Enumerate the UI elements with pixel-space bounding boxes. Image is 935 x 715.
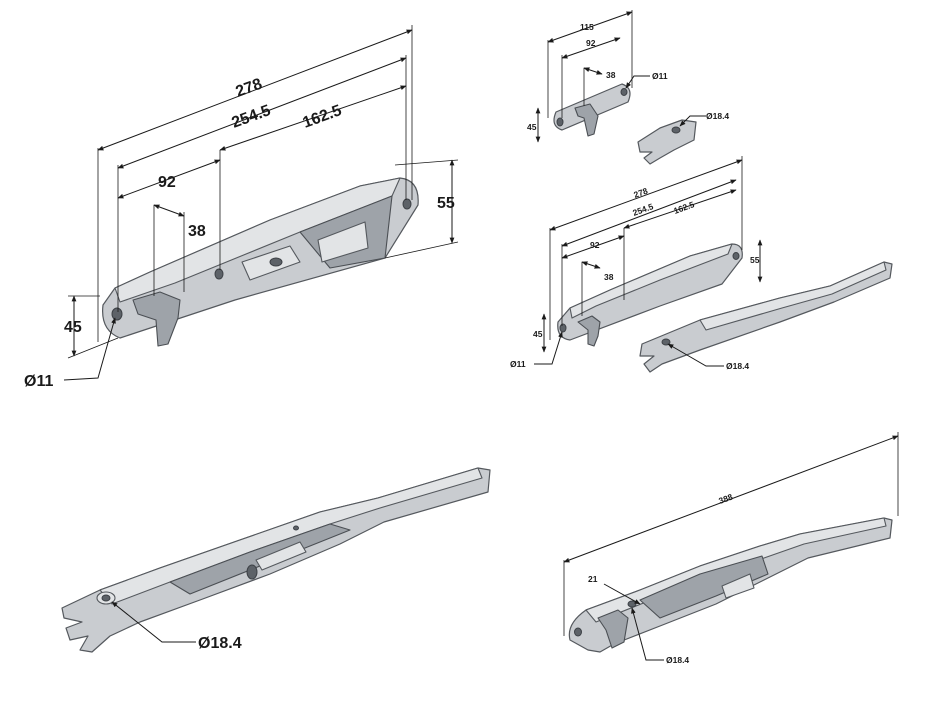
c-dim-18-4: Ø18.4 xyxy=(198,635,242,652)
tee-bolt xyxy=(132,291,181,347)
dim-162-5: 162.5 xyxy=(301,102,345,132)
view-a-bracket: 278 254.5 162.5 92 38 55 45 Ø11 xyxy=(24,25,459,390)
dim-55: 55 xyxy=(437,195,455,212)
d-arm-end-hole xyxy=(574,627,582,637)
c-arm-top xyxy=(99,467,483,605)
slot-hole xyxy=(269,257,283,267)
dim-162-line xyxy=(219,85,407,151)
b-arm-top xyxy=(699,261,887,331)
c-arm-cross-hole xyxy=(246,564,258,580)
small-tee xyxy=(574,103,599,137)
d-arm-window xyxy=(721,573,755,599)
b-dim-11-main: Ø11 xyxy=(510,359,526,369)
dim-92: 92 xyxy=(158,174,176,191)
b-dim-18-4-main: Ø18.4 xyxy=(726,361,749,371)
b-bracket-top xyxy=(569,243,733,319)
c-arm-slot xyxy=(255,541,307,571)
b-hole-left xyxy=(559,323,567,333)
dim-254-5: 254.5 xyxy=(230,102,274,132)
leader-11 xyxy=(63,317,116,381)
dim-278: 278 xyxy=(234,76,265,101)
b-dim-18-4-top: Ø18.4 xyxy=(706,111,729,121)
b-tee xyxy=(577,315,601,347)
dim-45: 45 xyxy=(64,319,82,336)
small-head-hole xyxy=(671,126,681,134)
dim-38: 38 xyxy=(188,223,206,240)
view-d-arm: 388 21 Ø18.4 xyxy=(563,432,899,665)
d-dim-388: 388 xyxy=(717,492,734,506)
b-dim-11: Ø11 xyxy=(652,71,668,81)
dim-92-line xyxy=(117,159,221,199)
b-dim-162-5: 162.5 xyxy=(672,199,696,216)
d-dim-21: 21 xyxy=(588,574,598,584)
b-dim-55: 55 xyxy=(750,255,760,265)
small-hole-right xyxy=(620,88,628,96)
small-hole-left xyxy=(556,117,564,127)
b-dim-92: 92 xyxy=(586,38,596,48)
bracket-window xyxy=(317,221,369,263)
d-dim-18-4: Ø18.4 xyxy=(666,655,689,665)
view-b-main: 278 254.5 162.5 92 38 55 45 Ø11 Ø18.4 xyxy=(510,156,893,373)
end-hole-right xyxy=(402,198,412,210)
view-c-arm: Ø18.4 xyxy=(61,467,491,653)
b-dim-45: 45 xyxy=(527,122,537,132)
b-dim-115: 115 xyxy=(580,22,594,32)
b-dim-92-main: 92 xyxy=(590,240,600,250)
d-arm-housing xyxy=(639,555,769,619)
d-arm-head-hole xyxy=(627,600,637,608)
b-hole-right xyxy=(732,252,740,260)
dim-38-line xyxy=(153,204,185,217)
c-arm-pin xyxy=(293,525,299,531)
view-b-top-plate: 115 92 38 Ø11 45 Ø18.4 xyxy=(527,10,729,165)
b-dim-45-main: 45 xyxy=(533,329,543,339)
d-arm-lever xyxy=(597,609,629,649)
small-head xyxy=(637,119,697,165)
b-dim-278: 278 xyxy=(632,186,649,200)
c-arm-head-hole xyxy=(101,594,111,602)
end-hole-left xyxy=(111,307,123,321)
dim-hole-11: Ø11 xyxy=(24,373,53,390)
b-dim-38-main: 38 xyxy=(604,272,614,282)
d-dim-388-line xyxy=(563,435,899,563)
bracket-top-face xyxy=(114,177,401,303)
mid-hole xyxy=(214,268,224,280)
b-dim-38: 38 xyxy=(606,70,616,80)
b-arm-hole xyxy=(661,338,671,346)
